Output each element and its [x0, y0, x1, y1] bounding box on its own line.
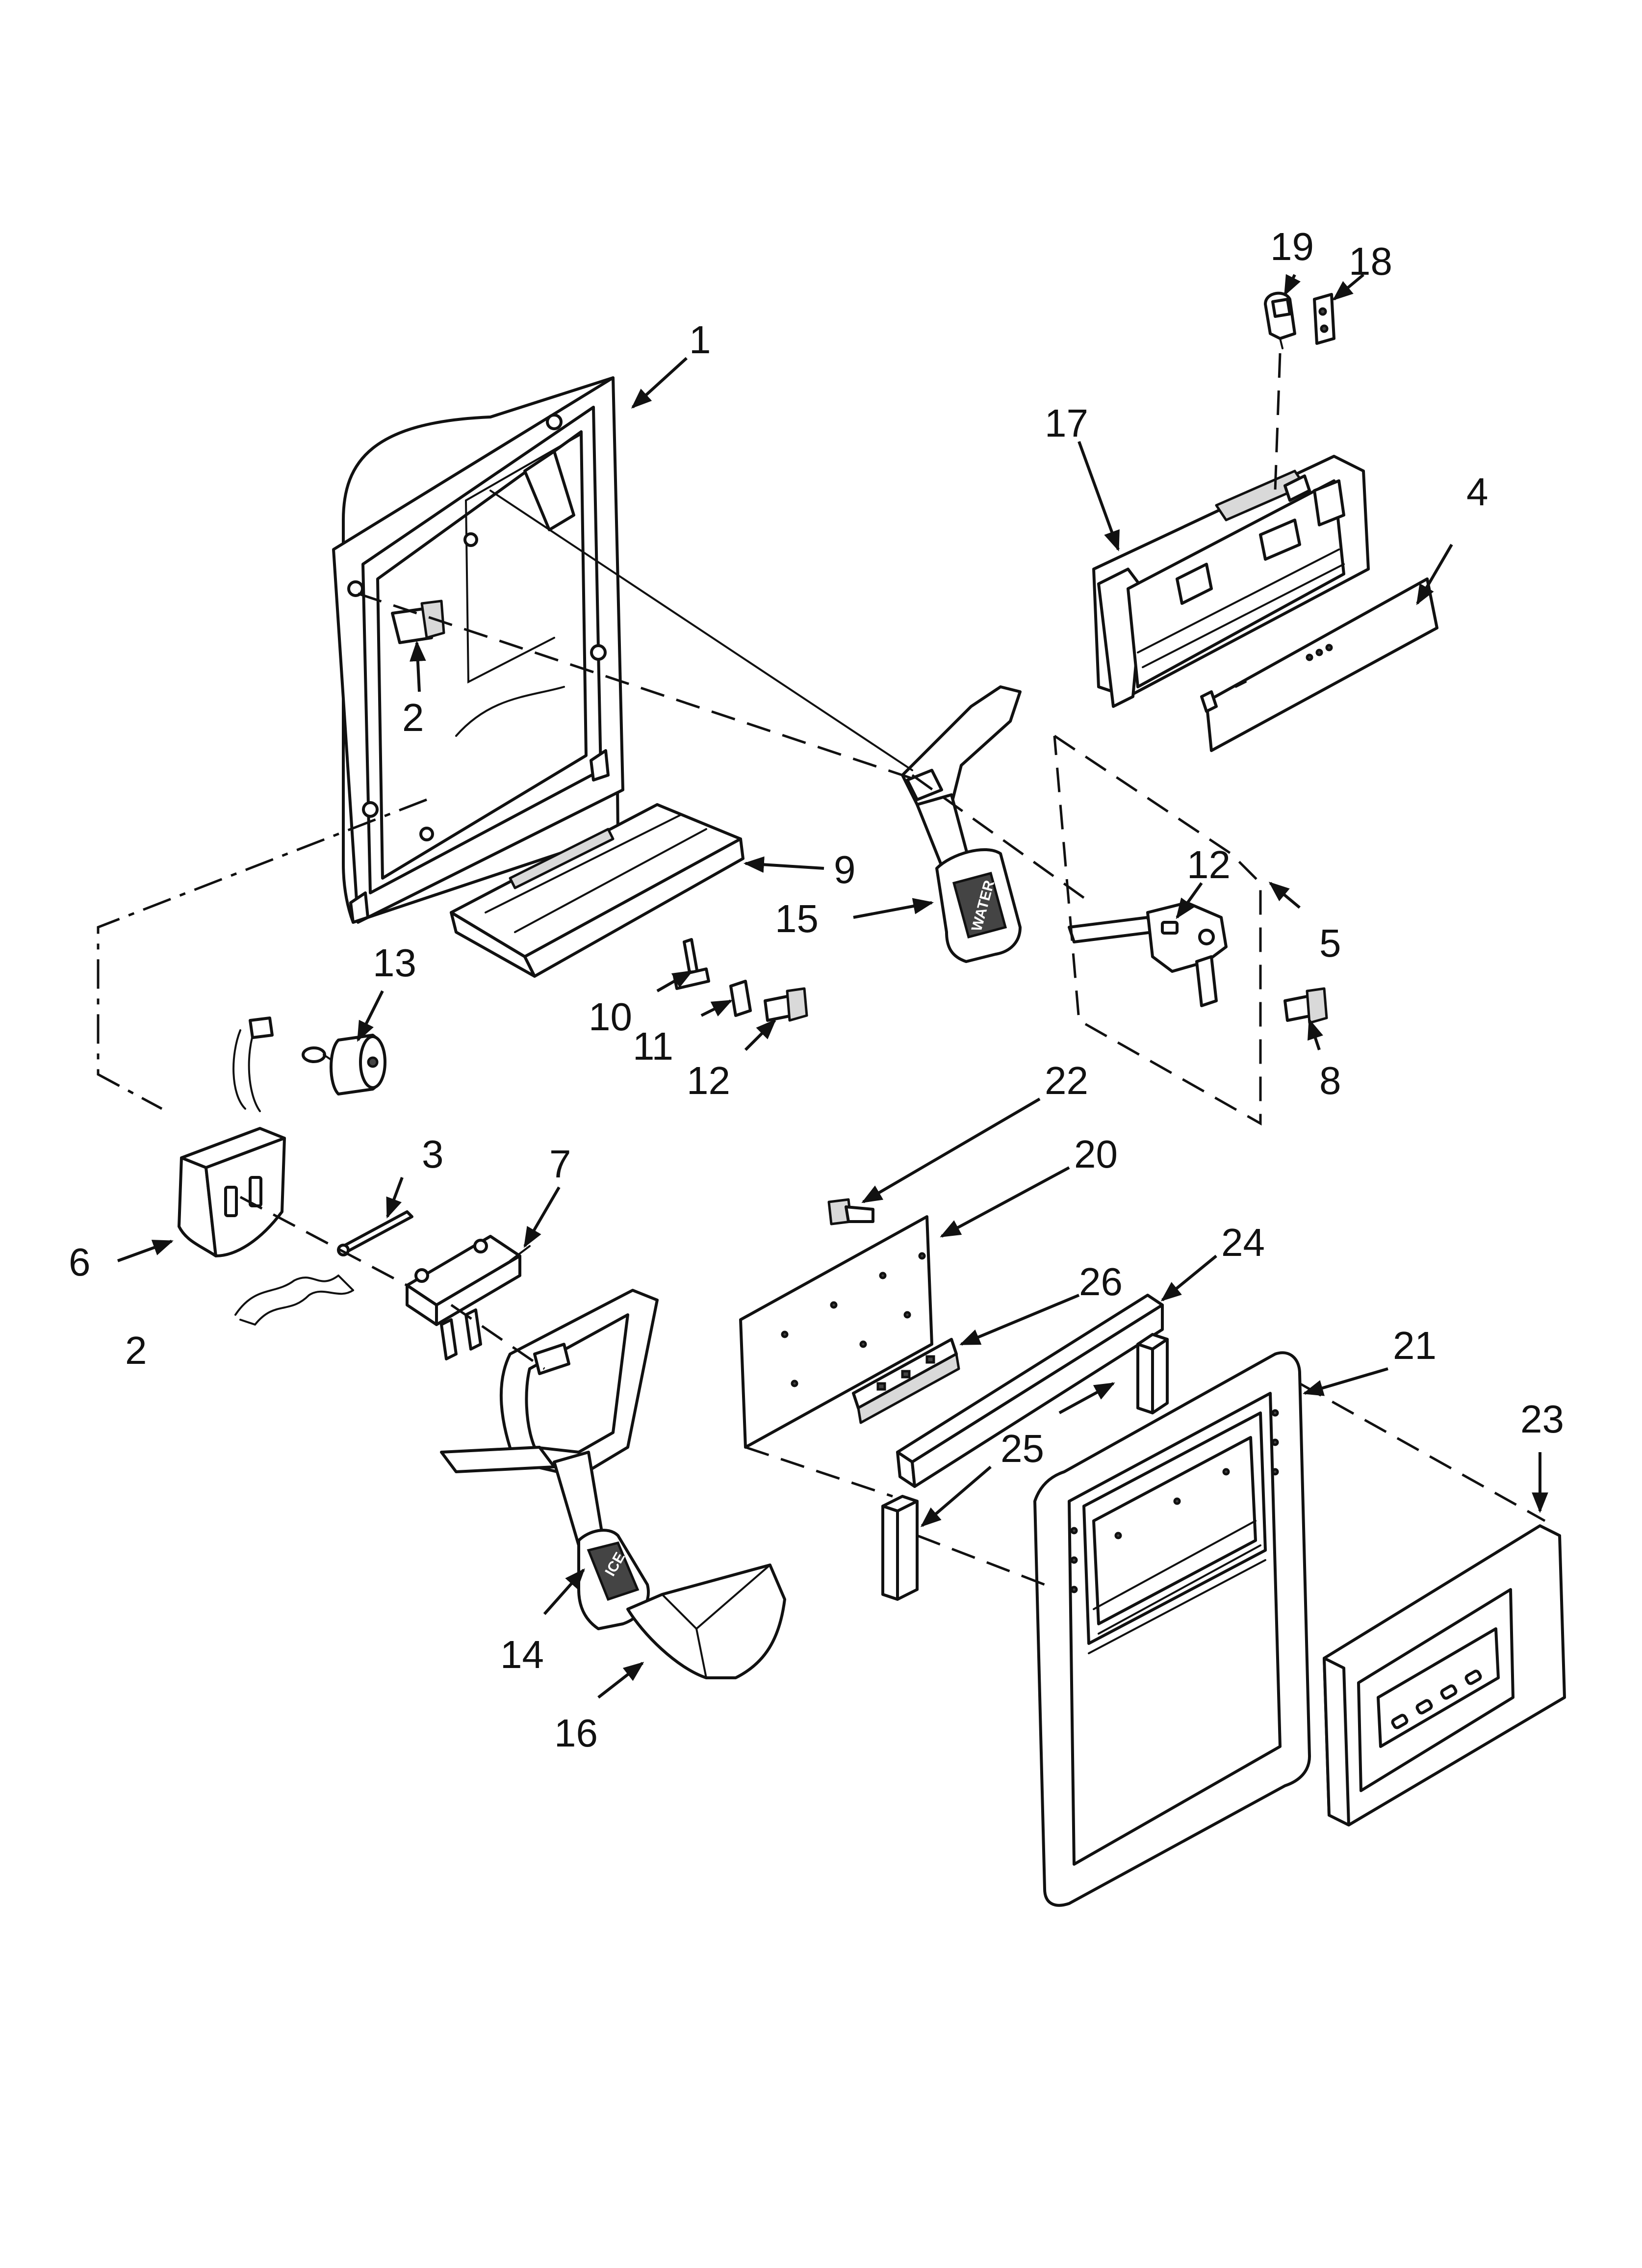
callout-21: 21	[1393, 1324, 1437, 1367]
callout-22: 22	[1045, 1059, 1088, 1102]
part-trim-frame	[1033, 1351, 1311, 1907]
callout-2-lower: 2	[125, 1329, 147, 1372]
callout-13: 13	[373, 941, 416, 985]
callout-12-upper: 12	[1187, 843, 1231, 886]
part-water-switch	[1068, 901, 1228, 1007]
part-actuator-box	[178, 1017, 286, 1257]
callout-23: 23	[1520, 1397, 1564, 1441]
callout-3: 3	[422, 1132, 444, 1176]
part-screw-8	[1283, 987, 1328, 1024]
part-module-housing	[1092, 455, 1370, 708]
callout-18: 18	[1349, 239, 1392, 283]
part-screw-12-lower	[764, 987, 808, 1022]
part-foam-block-upper	[1136, 1333, 1169, 1414]
part-switch-clip	[673, 938, 710, 990]
callout-4: 4	[1466, 470, 1488, 514]
part-plate-18	[1313, 293, 1335, 345]
callout-labels: 1 2 2 3 4 5 6 7 8 9 10 11 12 12 13 14 15…	[69, 225, 1564, 1755]
part-seal-bar	[896, 1294, 1164, 1488]
callout-2-upper: 2	[402, 696, 424, 739]
part-control-board	[739, 1215, 933, 1449]
callout-15: 15	[775, 897, 819, 940]
callout-20: 20	[1074, 1132, 1118, 1176]
part-chute	[626, 1564, 786, 1679]
callout-17: 17	[1045, 401, 1088, 445]
callout-11: 11	[633, 1024, 673, 1068]
callout-10: 10	[589, 995, 632, 1039]
callout-14: 14	[500, 1633, 544, 1676]
part-housing	[332, 376, 624, 924]
callout-25: 25	[1001, 1427, 1044, 1470]
part-screw-22	[827, 1198, 874, 1225]
callout-1: 1	[689, 318, 711, 362]
part-ice-lever: ICE	[440, 1289, 659, 1630]
callout-7: 7	[549, 1142, 571, 1186]
callout-24: 24	[1221, 1221, 1265, 1264]
part-water-lever: WATER	[901, 685, 1022, 963]
part-drip-tray	[450, 803, 744, 978]
callout-12-lower: 12	[687, 1059, 730, 1102]
callout-26: 26	[1079, 1260, 1123, 1303]
callout-16: 16	[554, 1711, 598, 1755]
part-motor	[302, 1034, 386, 1095]
assembly-lines	[97, 353, 1546, 1586]
part-pin	[337, 1210, 413, 1256]
callout-8: 8	[1319, 1059, 1341, 1102]
part-screw-upper	[391, 600, 445, 644]
part-lens-board	[852, 1338, 960, 1424]
callout-19: 19	[1270, 225, 1314, 268]
part-bracket-plate	[1200, 577, 1438, 752]
part-foam-block-lower	[881, 1495, 919, 1601]
callout-6: 6	[69, 1240, 91, 1284]
part-panel-face	[1323, 1524, 1566, 1826]
callout-9: 9	[834, 848, 856, 891]
part-lever	[406, 1235, 531, 1360]
part-switch-19	[1264, 291, 1296, 349]
leader-arrows	[117, 273, 1548, 1699]
part-bracket-small	[729, 980, 752, 1017]
part-springs-lower	[234, 1275, 354, 1326]
callout-5: 5	[1319, 921, 1341, 965]
